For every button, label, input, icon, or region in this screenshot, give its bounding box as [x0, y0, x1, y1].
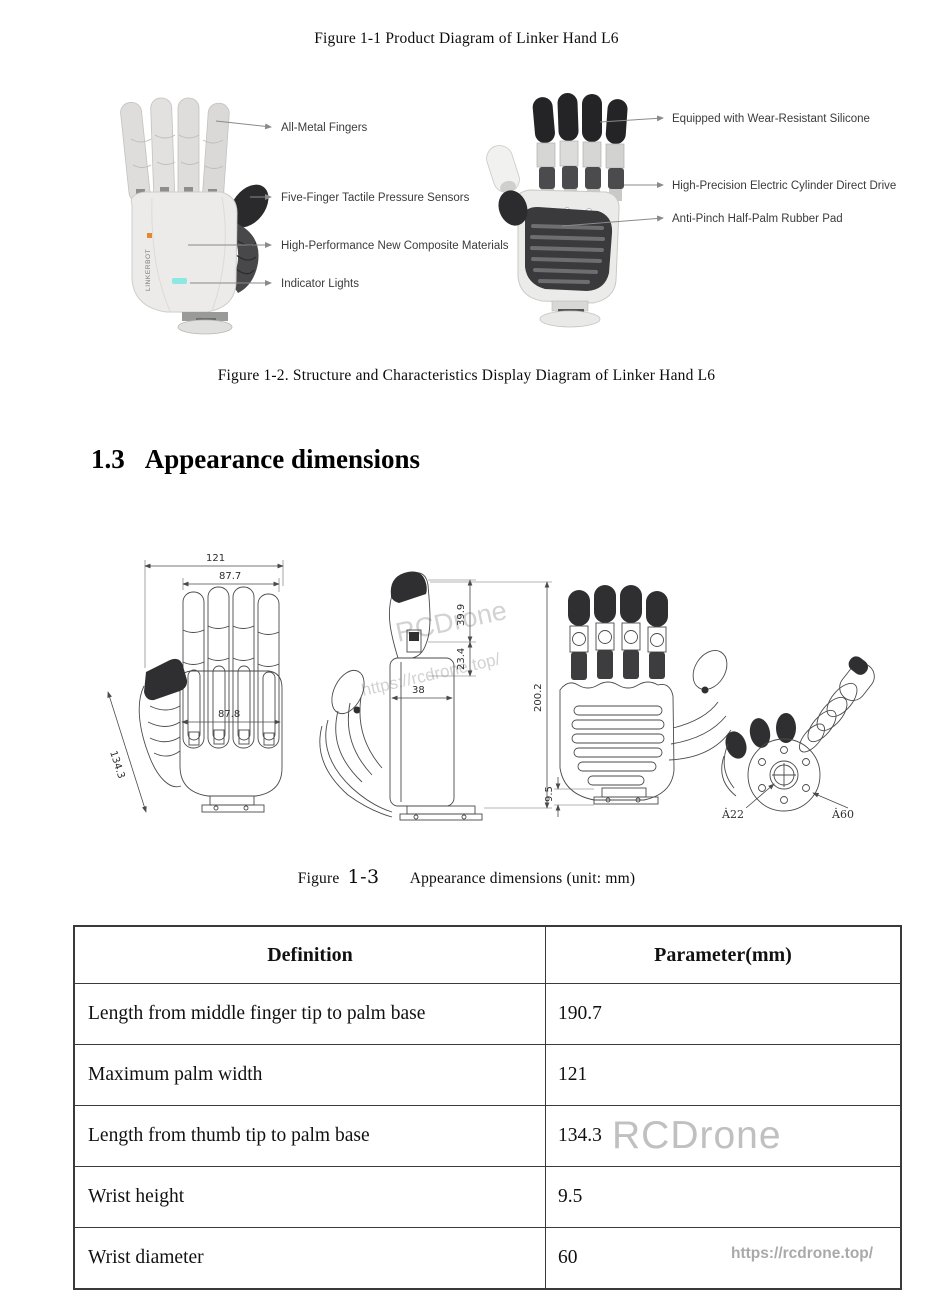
drawing-back-view: 9.5 [544, 585, 732, 817]
dim-flange-diameter: Ȧ60 [831, 807, 854, 821]
figure-1-3-drawings: RCDrone https://rcdrone.top/ [107, 553, 875, 821]
indicator-light [172, 278, 187, 284]
drawing-side-view: 39.9 23.4 38 200.2 [319, 571, 552, 821]
label-tactile-sensors: Five-Finger Tactile Pressure Sensors [281, 192, 470, 204]
dim-palm-total-width: 121 [206, 553, 225, 564]
caption-fig3-prefix: Figure [297, 870, 340, 887]
table-header-parameter: Parameter(mm) [545, 927, 900, 983]
dim-finger-tip-length: 39.9 [456, 604, 467, 626]
dim-finger-mid-length: 23.4 [456, 648, 467, 670]
label-electric-cylinder-drive: High-Precision Electric Cylinder Direct … [672, 180, 896, 192]
table-row: Length from thumb tip to palm base 134.3 [75, 1105, 900, 1166]
watermark-url: https://rcdrone.top/ [731, 1245, 874, 1262]
watermark-url-drawing: https://rcdrone.top/ [360, 649, 503, 699]
label-anti-pinch-rubber-pad: Anti-Pinch Half-Palm Rubber Pad [672, 213, 843, 225]
figure-1-2-diagram: LINKERBOT [120, 93, 896, 335]
row-parameter: 60 [545, 1228, 900, 1288]
label-indicator-lights: Indicator Lights [281, 278, 359, 290]
row-definition: Length from middle finger tip to palm ba… [88, 1003, 426, 1024]
callout-lines-right [561, 115, 664, 227]
callout-lines-left [188, 120, 272, 286]
table-header-row: Definition Parameter(mm) [75, 927, 900, 983]
table-row: Wrist height 9.5 [75, 1166, 900, 1227]
table-header-definition: Definition [267, 943, 353, 966]
section-title: Appearance dimensions [144, 444, 421, 474]
caption-figure-1-3: Figure 1-3 Appearance dimensions (unit: … [0, 866, 933, 888]
dimensions-table: Definition Parameter(mm) Length from mid… [73, 925, 902, 1290]
right-hand-illustration [486, 93, 628, 328]
row-parameter: 121 [545, 1045, 900, 1105]
dim-wrist-height: 9.5 [544, 786, 555, 802]
table-row: Maximum palm width 121 [75, 1044, 900, 1105]
dim-body-depth: 38 [412, 685, 425, 696]
row-definition: Maximum palm width [88, 1064, 263, 1085]
brand-logo-text: LINKERBOT [145, 249, 152, 291]
dim-bolt-circle-diameter: Ȧ22 [721, 807, 744, 821]
row-definition: Wrist height [88, 1186, 185, 1207]
row-parameter: 190.7 [545, 984, 900, 1044]
drawing-front-view: 121 87.7 87.8 134.3 [107, 553, 284, 813]
label-all-metal-fingers: All-Metal Fingers [281, 122, 368, 134]
row-definition: Length from thumb tip to palm base [88, 1125, 370, 1146]
caption-figure-1-2: Figure 1-2. Structure and Characteristic… [217, 367, 716, 384]
watermark-brand: RCDrone [612, 1114, 782, 1157]
dim-finger-span: 87.7 [219, 571, 241, 582]
row-parameter: 9.5 [545, 1167, 900, 1227]
dim-palm-width: 87.8 [218, 709, 240, 720]
caption-figure-1-1: Figure 1-1 Product Diagram of Linker Han… [314, 30, 619, 47]
caption-fig3-number: 1-3 [347, 866, 380, 888]
caption-fig3-text: Appearance dimensions (unit: mm) [409, 870, 636, 887]
table-row: Length from middle finger tip to palm ba… [75, 983, 900, 1044]
left-hand-illustration: LINKERBOT [120, 97, 269, 335]
section-heading: 1.3 Appearance dimensions [91, 444, 420, 475]
brand-logo-icon [147, 233, 152, 238]
label-wear-resistant-silicone: Equipped with Wear-Resistant Silicone [672, 113, 870, 125]
table-row: Wrist diameter 60 [75, 1227, 900, 1288]
section-number: 1.3 [91, 444, 125, 474]
row-parameter: 134.3 [545, 1106, 900, 1166]
label-composite-materials: High-Performance New Composite Materials [281, 240, 509, 252]
dim-total-height: 200.2 [533, 683, 544, 712]
row-definition: Wrist diameter [88, 1247, 204, 1268]
dim-thumb-length: 134.3 [107, 750, 126, 781]
drawing-flange-view: Ȧ22 Ȧ60 [721, 656, 875, 821]
